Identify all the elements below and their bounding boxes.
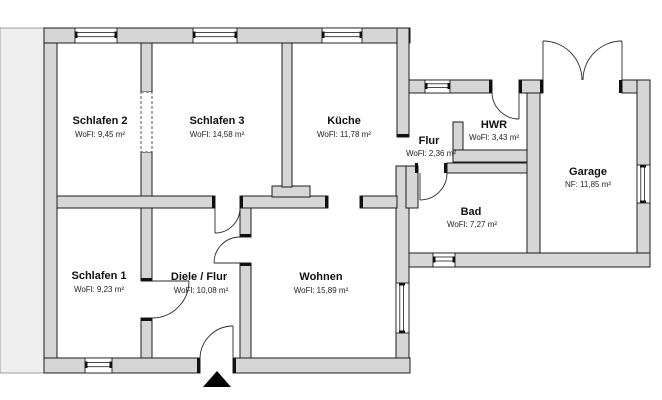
wall-segment xyxy=(140,151,153,197)
wall-segment xyxy=(43,27,58,374)
window xyxy=(636,164,651,204)
wall-segment xyxy=(452,121,464,151)
window xyxy=(432,252,456,268)
window xyxy=(84,357,113,374)
wall-segment xyxy=(452,149,528,163)
room-area: WoFl: 3,43 m² xyxy=(469,133,519,142)
window xyxy=(424,79,451,94)
wall-segment xyxy=(140,317,153,359)
doors xyxy=(151,40,623,360)
wall-segment xyxy=(56,195,216,209)
wall-segment xyxy=(271,185,311,198)
room-name: Flur xyxy=(419,135,440,147)
door-swing xyxy=(491,91,520,120)
entrance-arrow xyxy=(203,371,231,387)
wall-segment xyxy=(43,357,201,374)
room-label-garage: Garage NF: 11,85 m² xyxy=(565,166,611,189)
door-swing xyxy=(419,172,448,201)
wall-segment xyxy=(140,207,153,282)
wall-segment xyxy=(239,207,252,238)
room-label-flur: Flur WoFl: 2,36 m² xyxy=(406,135,456,158)
room-area: WoFl: 15,89 m² xyxy=(294,286,349,295)
wall-segment xyxy=(140,42,153,93)
room-area: WoFl: 2,36 m² xyxy=(406,149,456,158)
wall-segment xyxy=(239,195,329,209)
wall-segment xyxy=(408,79,493,94)
room-area: WoFl: 7,27 m² xyxy=(447,220,497,229)
dashed-opening xyxy=(140,91,153,153)
room-label-kueche: Küche WoFl: 11,78 m² xyxy=(317,115,371,139)
windows xyxy=(74,27,651,374)
room-label-schlafen3: Schlafen 3 WoFl: 14,58 m² xyxy=(189,115,244,139)
room-area: WoFl: 9,45 m² xyxy=(75,130,125,139)
room-label-hwr: HWR WoFl: 3,43 m² xyxy=(469,119,519,142)
room-labels: Schlafen 2 WoFl: 9,45 m² Schlafen 3 WoFl… xyxy=(71,115,611,295)
entry-door-swing xyxy=(199,325,234,360)
room-label-schlafen2: Schlafen 2 WoFl: 9,45 m² xyxy=(72,115,127,139)
room-name: Garage xyxy=(569,166,607,178)
room-area: WoFl: 14,58 m² xyxy=(190,130,245,139)
room-area: WoFl: 10,08 m² xyxy=(174,286,229,295)
room-name: HWR xyxy=(481,119,507,131)
room-name: Schlafen 1 xyxy=(71,270,126,282)
door-swing xyxy=(214,207,241,234)
door-jambs xyxy=(141,80,622,373)
room-area: WoFl: 9,23 m² xyxy=(74,285,124,294)
wall-segment xyxy=(232,357,411,374)
wall-segment xyxy=(405,165,419,209)
window xyxy=(74,27,118,44)
wall-segment xyxy=(446,162,528,174)
room-name: Wohnen xyxy=(299,271,342,283)
wall-segment xyxy=(518,79,544,94)
room-label-diele: Diele / Flur WoFl: 10,08 m² xyxy=(171,271,229,295)
door-swing xyxy=(213,236,241,264)
door-swing xyxy=(151,280,190,319)
wall-segment xyxy=(396,27,410,138)
room-name: Bad xyxy=(461,206,482,218)
terrain-strip xyxy=(0,27,45,374)
room-area: NF: 11,85 m² xyxy=(565,180,611,189)
room-name: Küche xyxy=(327,115,361,127)
room-name: Diele / Flur xyxy=(171,271,228,283)
room-area: WoFl: 11,78 m² xyxy=(317,130,371,139)
wall-segment xyxy=(359,195,398,209)
wall-segment xyxy=(526,92,541,254)
room-label-bad: Bad WoFl: 7,27 m² xyxy=(447,206,497,229)
window xyxy=(321,27,363,44)
window xyxy=(192,27,238,44)
room-label-wohnen: Wohnen WoFl: 15,89 m² xyxy=(294,271,349,295)
room-name: Schlafen 2 xyxy=(72,115,127,127)
wall-segment xyxy=(281,42,293,188)
walls xyxy=(43,27,651,374)
room-name: Schlafen 3 xyxy=(189,115,244,127)
garage-door-swing xyxy=(542,40,623,81)
window xyxy=(395,282,410,334)
wall-segment xyxy=(239,262,252,359)
room-label-schlafen1: Schlafen 1 WoFl: 9,23 m² xyxy=(71,270,126,294)
